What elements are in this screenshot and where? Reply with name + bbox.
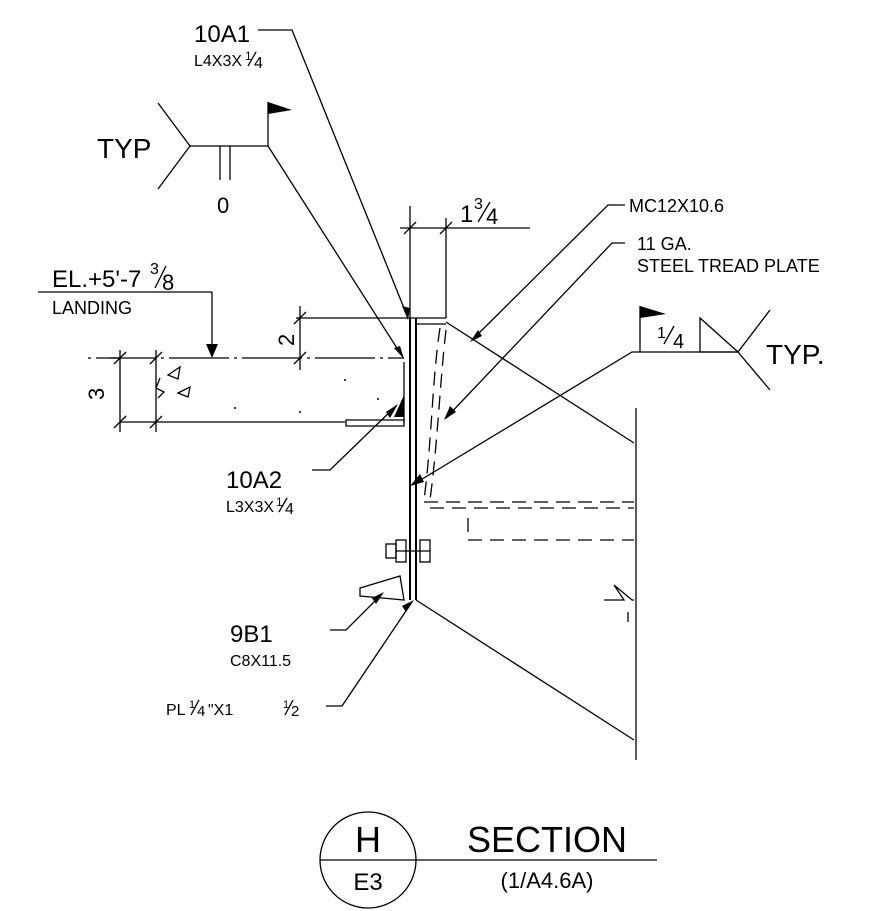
dim-top-den: 4 <box>486 204 498 229</box>
dimension-slab-thickness: 3 <box>84 350 163 432</box>
callout-plate-den2: 2 <box>291 703 299 720</box>
tread-plate-dashed <box>423 327 634 541</box>
elevation-label: EL.+5'-7 <box>52 266 141 293</box>
callout-10A1: 10A1 L4X3X 1 4 <box>194 21 263 72</box>
section-reference: (1/A4.6A) <box>501 868 594 893</box>
callout-tread-line2: STEEL TREAD PLATE <box>637 256 820 276</box>
dim-plate-rise: 2 <box>274 334 299 346</box>
weld-symbol-left: TYP 0 <box>97 102 292 218</box>
callout-plate-num2: 1 <box>283 699 289 711</box>
lower-channel-flange <box>415 599 635 741</box>
callout-channel: MC12X10.6 <box>629 196 724 216</box>
dim-top-num: 3 <box>474 196 483 213</box>
callout-plate-num1: 1 <box>189 699 195 711</box>
callout-10A2-den: 4 <box>285 501 294 518</box>
callout-tread-line1: 11 GA. <box>637 234 692 254</box>
callout-9B1: 9B1 C8X11.5 <box>230 621 291 670</box>
callout-9B1-size: C8X11.5 <box>230 653 291 670</box>
callout-10A1-mark: 10A1 <box>194 21 250 48</box>
landing-angle <box>345 395 405 427</box>
weld-symbol-right: 1 4 TYP. <box>639 306 825 391</box>
dimension-plate-rise: 2 <box>274 306 410 370</box>
elevation-marker: EL.+5'-7 3 8 LANDING <box>38 261 218 358</box>
elevation-sub: LANDING <box>52 298 132 318</box>
callout-10A2-size: L3X3X <box>226 499 274 516</box>
weld-right-size-num: 1 <box>657 325 666 342</box>
section-sheet: E3 <box>353 869 382 896</box>
weld-right-size-den: 4 <box>673 331 684 353</box>
stringer-channel <box>403 317 446 600</box>
callout-10A2: 10A2 L3X3X 1 4 <box>226 467 294 518</box>
section-title-block: H E3 SECTION (1/A4.6A) <box>319 811 657 909</box>
elevation-frac-den: 8 <box>162 270 174 295</box>
elevation-frac-num: 3 <box>150 261 159 278</box>
section-title: SECTION <box>467 819 627 860</box>
weld-left-label: TYP <box>97 133 151 164</box>
bottom-channel <box>359 575 405 601</box>
break-line <box>604 584 634 601</box>
section-letter: H <box>355 819 381 860</box>
callout-plate-mid: "X1 <box>208 702 238 719</box>
callout-9B1-mark: 9B1 <box>230 621 273 648</box>
callout-10A2-mark: 10A2 <box>226 467 282 494</box>
dim-top-whole: 1 <box>460 201 473 228</box>
callout-10A1-size: L4X3X <box>194 53 242 70</box>
callout-10A1-den: 4 <box>254 55 263 72</box>
upper-channel-flange <box>445 321 635 444</box>
concrete-slab <box>88 357 404 423</box>
weld-right-label: TYP. <box>766 339 825 370</box>
bolt-icon <box>385 539 431 563</box>
dimension-top-offset: 1 3 4 <box>400 196 530 318</box>
callout-10A2-num: 1 <box>276 495 283 509</box>
callout-10A1-num: 1 <box>245 49 252 63</box>
dim-slab-thickness: 3 <box>84 388 109 400</box>
structure <box>88 317 637 760</box>
callout-plate: PL 1 4 "X1 1 2 <box>166 699 299 720</box>
callout-plate-prefix: PL <box>166 702 186 719</box>
callout-plate-den1: 4 <box>197 703 205 720</box>
weld-left-value: 0 <box>217 193 229 218</box>
leader-lines <box>258 29 640 707</box>
